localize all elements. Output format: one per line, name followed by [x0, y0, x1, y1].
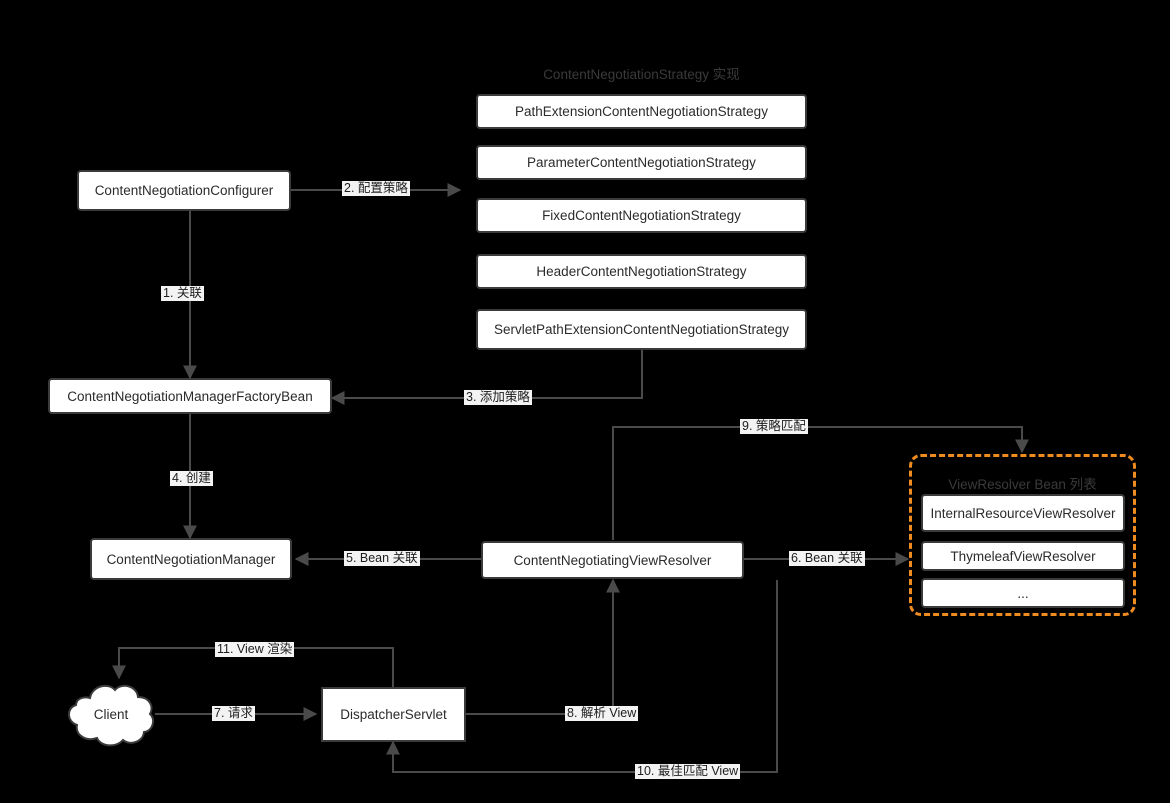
strategy-box-servlet-path-extension[interactable]: ServletPathExtensionContentNegotiationSt… [476, 309, 807, 350]
node-content-negotiating-view-resolver[interactable]: ContentNegotiatingViewResolver [481, 541, 744, 579]
client-label: Client [93, 706, 129, 722]
edge-label-8: 8. 解析 View [565, 706, 639, 721]
strategy-box-fixed[interactable]: FixedContentNegotiationStrategy [476, 198, 807, 233]
view-resolver-internal-resource[interactable]: InternalResourceViewResolver [921, 494, 1125, 532]
view-resolver-more[interactable]: ... [921, 578, 1125, 608]
edge-label-3: 3. 添加策略 [464, 390, 532, 405]
edge-label-7: 7. 请求 [212, 706, 255, 721]
view-resolver-group-title: ViewResolver Bean 列表 [948, 477, 1097, 492]
view-resolver-thymeleaf[interactable]: ThymeleafViewResolver [921, 541, 1125, 571]
strategy-box-parameter[interactable]: ParameterContentNegotiationStrategy [476, 145, 807, 180]
node-content-negotiation-manager-factory-bean[interactable]: ContentNegotiationManagerFactoryBean [48, 378, 332, 414]
edge-line-10 [386, 580, 778, 773]
edge-label-2: 2. 配置策略 [342, 181, 410, 196]
edge-label-11: 11. View 渲染 [215, 642, 295, 657]
edge-line-8 [466, 578, 620, 715]
node-client[interactable]: Client [64, 678, 158, 750]
node-content-negotiation-manager[interactable]: ContentNegotiationManager [90, 538, 292, 580]
edge-label-5: 5. Bean 关联 [344, 551, 420, 566]
strategy-box-header[interactable]: HeaderContentNegotiationStrategy [476, 254, 807, 289]
edge-label-6: 6. Bean 关联 [789, 551, 865, 566]
node-dispatcher-servlet[interactable]: DispatcherServlet [321, 687, 466, 742]
edge-label-1: 1. 关联 [161, 286, 204, 301]
edge-label-9: 9. 策略匹配 [740, 419, 808, 434]
strategy-group-title: ContentNegotiationStrategy 实现 [543, 67, 740, 82]
edge-label-10: 10. 最佳匹配 View [635, 764, 741, 779]
edge-label-4: 4. 创建 [170, 471, 213, 486]
strategy-box-path-extension[interactable]: PathExtensionContentNegotiationStrategy [476, 94, 807, 129]
node-content-negotiation-configurer[interactable]: ContentNegotiationConfigurer [77, 170, 291, 211]
